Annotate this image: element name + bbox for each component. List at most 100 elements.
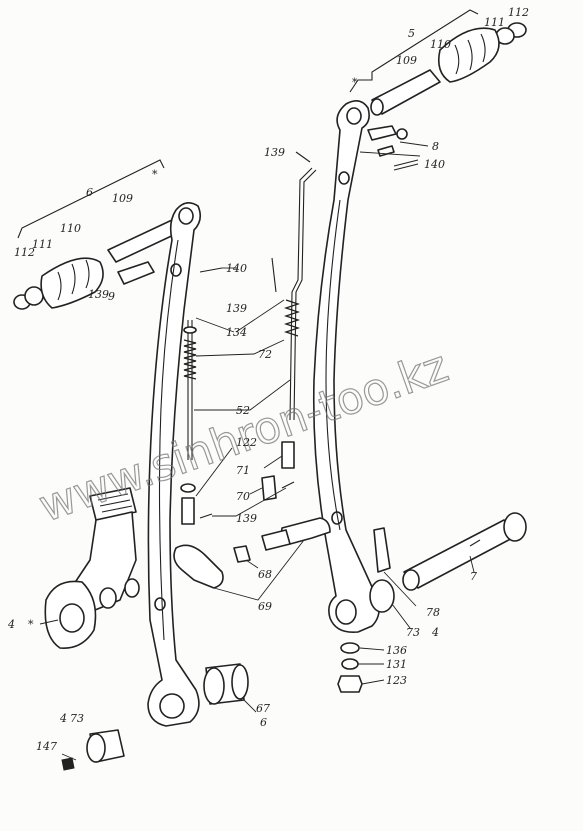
pedal-hub-bore [59,603,85,633]
callout-139-left: 139 [88,288,109,301]
washer-136 [340,642,360,654]
leader-134-b [235,299,285,333]
callout-4-bottom-left: 4 [59,712,67,725]
lever-left-body [147,202,202,727]
bushing-67-face [203,667,225,705]
pin-70 [261,475,277,501]
leader-134 [195,317,235,333]
pedal-lug-2 [124,578,140,598]
pin-139-top [295,151,311,163]
callout-112-right: 112 [508,6,529,19]
washer-131 [341,658,359,670]
bolt-small [199,513,213,519]
callout-6-bottom: 6 [260,716,267,729]
grip-ribs-left [57,259,90,301]
callout-labels: 112 111 5 110 109 * 8 140 139 6 109 * 11… [7,6,529,753]
pedal-pad [89,487,137,521]
center-small-parts [180,441,295,525]
right-hub-and-shaft [369,512,527,613]
center-rod-assembly [183,151,317,460]
nut-8-right [396,128,408,140]
leader-71 [263,455,283,469]
callout-68: 68 [258,568,272,581]
leader-73-4 [391,603,411,629]
callout-131: 131 [386,658,407,671]
callout-6-left: 6 [86,186,93,199]
pin-78 [373,527,391,573]
grip-110-right [437,27,500,83]
callout-109-right: 109 [396,54,417,67]
callout-139-mid: 139 [226,302,247,315]
callout-67: 67 [256,702,270,715]
lever-left-lower-hole [154,597,166,611]
callout-139-low: 139 [236,512,257,525]
callout-9-left: 9 [108,290,115,303]
bushing-67-back [231,664,249,700]
callout-110-right: 110 [430,38,451,51]
bushing-70 [181,497,195,525]
sleeve-71 [281,441,295,469]
grip-ribs-right [454,33,486,75]
grip-110-left [40,257,104,309]
lever-left-bottom-eye [159,693,185,719]
callout-72: 72 [258,348,272,361]
leader-122 [195,447,233,497]
callout-139-top: 139 [264,146,285,159]
leader-123 [361,679,385,685]
bolt-139-mid [271,257,277,293]
leader-139-low [212,487,287,517]
callout-4-right: 4 [431,626,439,639]
collar-68 [261,529,291,551]
leader-147 [61,753,77,761]
lever-right-web [325,199,341,531]
right-lever [312,100,380,634]
right-fasteners [337,642,363,693]
callout-69: 69 [258,600,272,613]
callout-71: 71 [236,464,250,477]
lever-right-body [312,100,380,634]
callout-4-left: 4 [7,618,15,631]
rod-right-b [293,169,317,421]
left-handle-assembly [13,159,181,310]
bracket-9-left [117,261,155,285]
lever-right-top-hole [346,107,362,125]
callout-122: 122 [236,436,257,449]
callout-8-right: 8 [432,140,439,153]
callout-112-left: 112 [14,246,35,259]
pedal-4 [44,487,140,649]
callout-109-left: 109 [112,192,133,205]
right-handle-assembly [349,9,527,116]
lever-left-web [158,239,179,641]
callout-110-left: 110 [60,222,81,235]
leader-68 [245,559,259,569]
leader-136 [359,647,385,651]
callout-123: 123 [386,674,407,687]
leader-52 [194,379,291,411]
callout-star-pedal: * [28,618,34,631]
shaft-7-slot [469,539,481,547]
leader-78 [383,571,417,607]
nut-123 [337,675,363,693]
callout-134: 134 [226,326,247,339]
leader-7 [469,555,475,573]
pin-139-low [281,481,295,489]
washer-122 [180,483,196,493]
leader-8-r [399,141,429,147]
pedal-lug-1 [99,587,117,609]
callout-52: 52 [236,404,250,417]
lever-right-upper-hole [338,171,350,185]
callout-78: 78 [426,606,440,619]
leader-4-left [39,619,59,625]
spring-left [183,339,197,380]
callout-star-left: * [152,168,158,181]
lever-left-top-hole [178,207,194,225]
washer-111-left [24,286,44,306]
washer-134 [183,326,197,334]
pin-140-left [199,267,223,273]
bushing-67 [203,663,249,705]
bracket-line-5-right [349,9,479,93]
leader-72 [195,339,285,357]
left-lever [147,202,202,727]
shaft-7-collar [503,512,527,542]
